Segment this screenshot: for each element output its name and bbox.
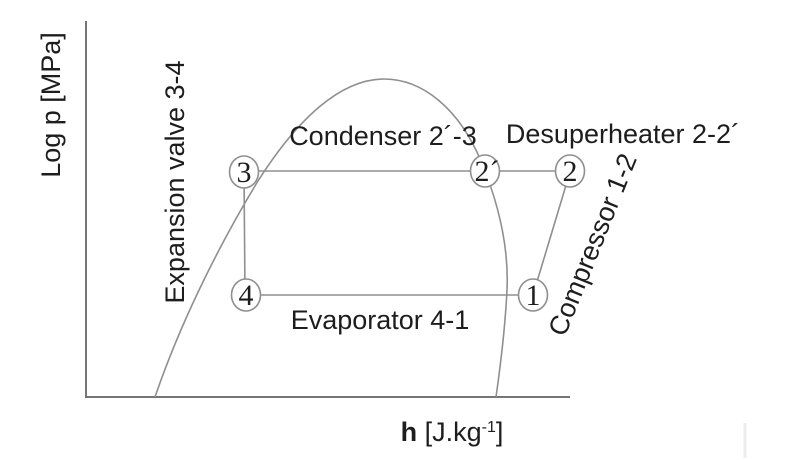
line-3-4: [243, 171, 246, 296]
state-point-circle-1: [517, 278, 549, 312]
x-axis-label-unit: [J.kg: [417, 417, 482, 447]
y-axis-label: Log p [MPa]: [36, 32, 66, 178]
x-axis-label: h [J.kg-1]: [401, 417, 504, 447]
state-point-label-3: 3: [237, 156, 252, 189]
line-2-1: [532, 171, 571, 296]
saturation-dome-curve: [154, 78, 509, 398]
state-point-circle-3: [228, 155, 260, 189]
state-point-label-2prime: 2´: [475, 155, 500, 188]
condenser-label: Condenser 2´-3: [289, 121, 477, 151]
state-point-circle-4: [230, 278, 262, 312]
x-axis-label-close-bracket: ]: [496, 417, 504, 447]
cycle-lines: [154, 78, 571, 398]
state-point-label-2: 2: [563, 155, 578, 188]
state-point-label-4: 4: [239, 279, 254, 312]
desuperheater-label: Desuperheater 2-2´: [506, 119, 740, 149]
axes: [85, 21, 570, 398]
x-axis-label-h: h: [401, 417, 418, 447]
state-point-circle-2prime: [469, 154, 501, 188]
state-point-label-1: 1: [526, 279, 541, 312]
state-point-markers: [228, 154, 586, 312]
axis-labels: Log p [MPa] h [J.kg-1]: [36, 32, 503, 447]
x-axis-label-superscript: -1: [482, 419, 496, 436]
evaporator-label: Evaporator 4-1: [291, 305, 470, 335]
state-point-numbers: 3 2´ 2 4 1: [237, 155, 578, 312]
state-point-circle-2: [554, 154, 586, 188]
expansion-valve-label: Expansion valve 3-4: [160, 60, 190, 303]
